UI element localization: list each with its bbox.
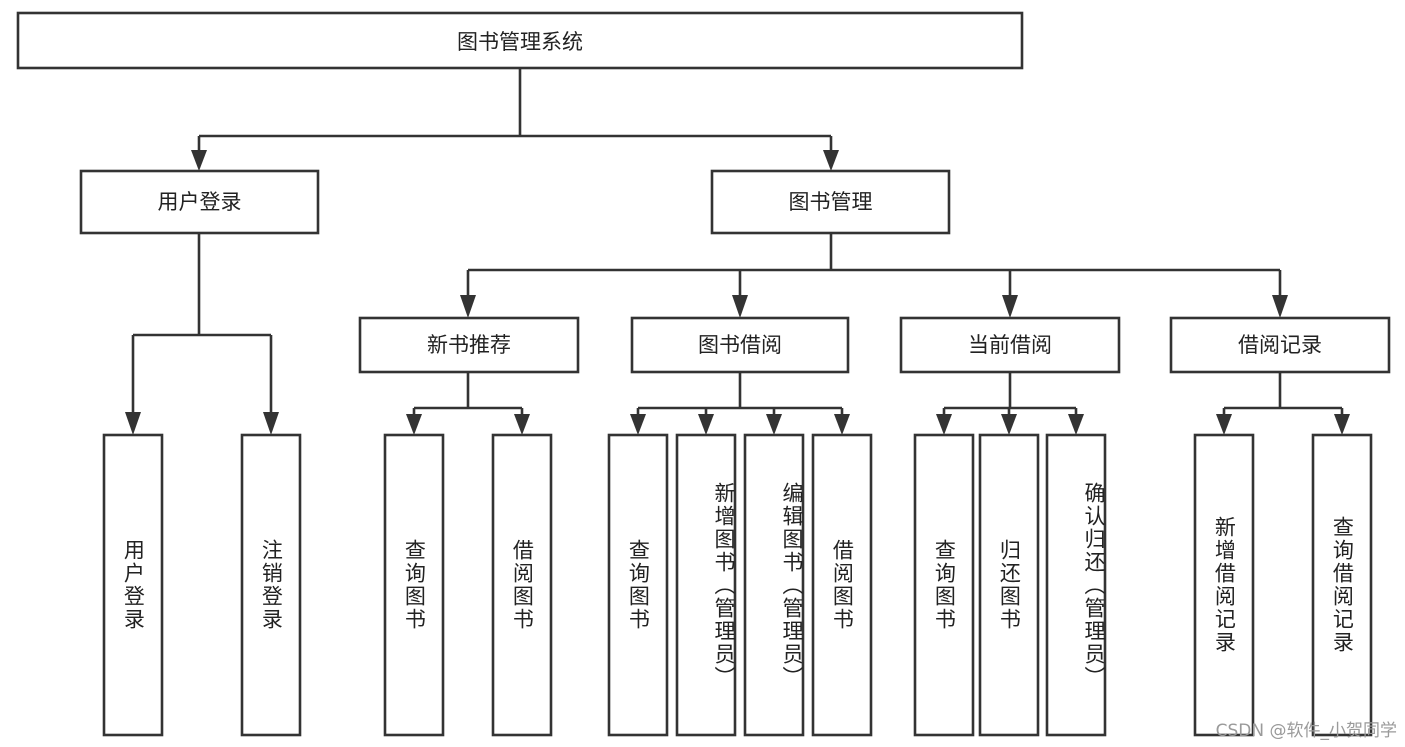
arrow-head-cb-leaf2: [1001, 414, 1017, 435]
node-label-current-borrow: 当前借阅: [968, 333, 1052, 357]
arrow-head-bb-leaf2: [698, 414, 714, 435]
arrow-head-bb-leaf4: [834, 414, 850, 435]
arrow-head-br-leaf2: [1334, 414, 1350, 435]
connector-user-login-to-leaves: [125, 233, 279, 435]
arrow-head-nb-leaf2: [514, 414, 530, 435]
node-box-leaf-logout[interactable]: [240, 433, 302, 737]
node-box-root[interactable]: [16, 11, 1024, 70]
node-box-book-manage[interactable]: [710, 169, 951, 235]
node-box-leaf-cb-return-book[interactable]: [978, 433, 1040, 737]
node-box-leaf-bb-edit-book[interactable]: [743, 433, 805, 737]
node-box-leaf-nb-query-book[interactable]: [383, 433, 445, 737]
watermark-text: CSDN @软件_小贺同学: [1215, 721, 1397, 741]
arrow-head-leaf-user-login: [125, 412, 141, 435]
node-box-leaf-bb-add-book[interactable]: [675, 433, 737, 737]
connector-root-to-level1: [191, 68, 839, 171]
arrow-head-book-borrow: [732, 295, 748, 318]
node-box-leaf-bb-borrow-book[interactable]: [811, 433, 873, 737]
arrow-head-current-borrow: [1002, 295, 1018, 318]
node-box-leaf-cb-query-book[interactable]: [913, 433, 975, 737]
arrow-head-bb-leaf1: [630, 414, 646, 435]
arrow-head-user-login: [191, 150, 207, 171]
node-label-user-login: 用户登录: [158, 190, 242, 214]
arrow-head-bb-leaf3: [766, 414, 782, 435]
node-box-book-borrow[interactable]: [630, 316, 850, 374]
connector-borrow-record-to-leaves: [1216, 372, 1350, 435]
arrow-head-leaf-logout: [263, 412, 279, 435]
node-box-borrow-record[interactable]: [1169, 316, 1391, 374]
node-label-new-book-recommend: 新书推荐: [427, 333, 511, 357]
arrow-head-cb-leaf3: [1068, 414, 1084, 435]
node-label-borrow-record: 借阅记录: [1238, 333, 1322, 357]
connector-current-borrow-to-leaves: [936, 372, 1084, 435]
node-label-root: 图书管理系统: [457, 30, 583, 54]
node-box-leaf-bb-query-book[interactable]: [607, 433, 669, 737]
node-box-leaf-cb-confirm-return[interactable]: [1045, 433, 1107, 737]
node-box-user-login[interactable]: [79, 169, 320, 235]
node-box-leaf-br-query-record[interactable]: [1311, 433, 1373, 737]
arrow-head-nb-leaf1: [406, 414, 422, 435]
node-box-leaf-user-login[interactable]: [102, 433, 164, 737]
node-box-leaf-br-add-record[interactable]: [1193, 433, 1255, 737]
arrow-head-new-book: [460, 295, 476, 318]
arrow-head-br-leaf1: [1216, 414, 1232, 435]
node-label-book-manage: 图书管理: [789, 190, 873, 214]
node-box-current-borrow[interactable]: [899, 316, 1121, 374]
arrow-head-borrow-record: [1272, 295, 1288, 318]
node-label-book-borrow: 图书借阅: [698, 333, 782, 357]
connector-book-manage-to-level2: [460, 233, 1288, 318]
node-box-leaf-nb-borrow-book[interactable]: [491, 433, 553, 737]
connector-new-book-to-leaves: [406, 372, 530, 435]
connector-book-borrow-to-leaves: [630, 372, 850, 435]
arrow-head-cb-leaf1: [936, 414, 952, 435]
arrow-head-book-manage: [823, 150, 839, 171]
node-box-new-book-recommend[interactable]: [358, 316, 580, 374]
